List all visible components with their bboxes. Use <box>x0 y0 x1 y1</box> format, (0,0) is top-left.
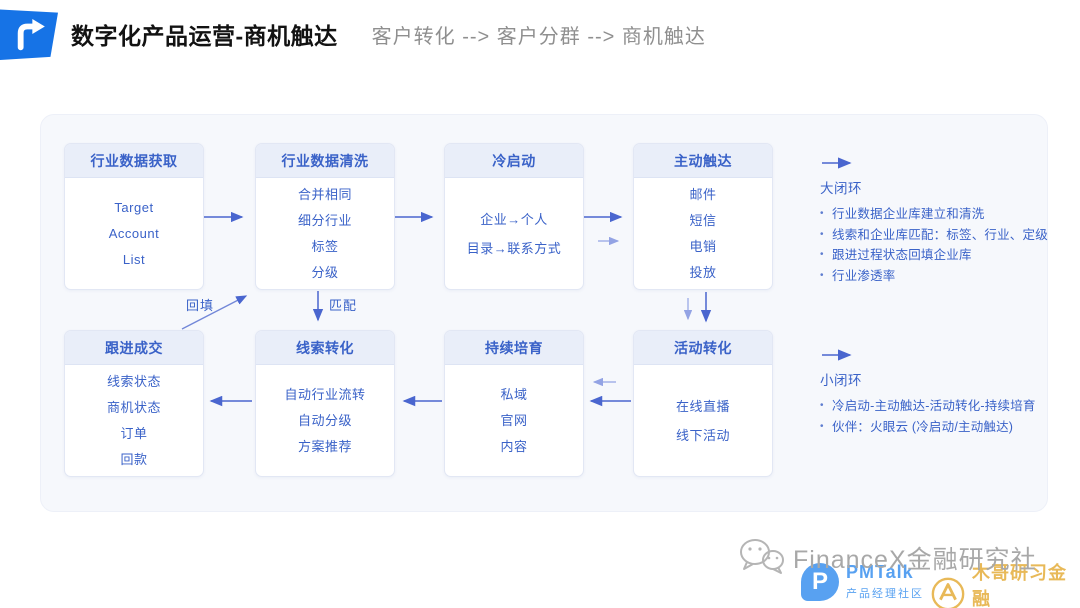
box-item: 企业→个人 <box>480 211 548 227</box>
box-item: 电销 <box>689 238 717 254</box>
box-item: 线索状态 <box>106 373 161 389</box>
box-body: 自动行业流转 自动分级 方案推荐 <box>256 365 394 476</box>
page-subtitle: 客户转化 --> 客户分群 --> 商机触达 <box>371 25 706 48</box>
note-bullet: • 跟进过程状态回填企业库 <box>820 245 1060 266</box>
box-item: 官网 <box>500 412 528 428</box>
box-body: 合并相同 细分行业 标签 分级 <box>256 178 394 289</box>
box-title: 跟进成交 <box>65 331 203 365</box>
pmtalk-tagline: 产品经理社区 <box>846 588 924 600</box>
edge-label-backfill: 回填 <box>186 298 215 313</box>
turn-right-arrow-icon <box>17 19 45 51</box>
box-item: 短信 <box>689 212 717 228</box>
page-title: 数字化产品运营-商机触达 <box>71 23 338 49</box>
box-title: 行业数据清洗 <box>256 144 394 178</box>
gold-brand-name: 木哥研习金融 <box>972 563 1067 608</box>
box-item: 标签 <box>311 238 339 254</box>
box-item: Target <box>114 199 154 215</box>
note-heading: 小闭环 <box>820 373 862 388</box>
box-title: 主动触达 <box>634 144 772 178</box>
pmtalk-logo: P PMTalk 产品经理社区 <box>801 562 924 601</box>
box-item: 方案推荐 <box>297 438 352 454</box>
gold-brand-text: 木哥研习金融 让金融更简单 <box>972 559 1080 608</box>
gold-brand-logo: 木哥研习金融 让金融更简单 <box>930 559 1080 608</box>
flow-box-industry-data-acquisition: 行业数据获取 Target Account List <box>64 143 204 290</box>
flow-box-industry-data-cleaning: 行业数据清洗 合并相同 细分行业 标签 分级 <box>255 143 395 290</box>
box-item: Account <box>108 225 160 241</box>
box-item: 私域 <box>500 386 528 402</box>
box-title: 活动转化 <box>634 331 772 365</box>
note-bullet: • 线索和企业库匹配：标签、行业、定级 <box>820 225 1060 246</box>
bullet-dot-icon: • <box>820 228 824 240</box>
box-item: 商机状态 <box>106 399 161 415</box>
box-item: 订单 <box>120 425 148 441</box>
bullet-dot-icon: • <box>820 249 824 260</box>
flow-box-event-conversion: 活动转化 在线直播 线下活动 <box>633 330 773 477</box>
box-item: 回款 <box>120 451 148 467</box>
note-bullet: • 行业渗透率 <box>820 266 1060 287</box>
flow-box-active-reach: 主动触达 邮件 短信 电销 投放 <box>633 143 773 290</box>
box-item: 内容 <box>500 438 528 454</box>
box-item: 邮件 <box>689 186 717 202</box>
note-bullet-text: 行业渗透率 <box>832 268 896 283</box>
box-title: 持续培育 <box>445 331 583 365</box>
box-item: 目录→联系方式 <box>466 240 562 256</box>
note-small-loop: 小闭环 • 冷启动-主动触达-活动转化-持续培育 • 伙伴：火眼云 (冷启动/主… <box>820 369 1060 437</box>
brand-badge <box>0 9 58 60</box>
box-body: 线索状态 商机状态 订单 回款 <box>65 365 203 476</box>
box-item: 在线直播 <box>675 398 730 414</box>
note-bullet-text: 伙伴：火眼云 (冷启动/主动触达) <box>832 419 1014 434</box>
note-heading: 大闭环 <box>820 181 862 196</box>
box-item: 合并相同 <box>297 186 352 202</box>
box-body: 在线直播 线下活动 <box>634 365 772 476</box>
box-title: 冷启动 <box>445 144 583 178</box>
box-item: 线下活动 <box>675 427 730 443</box>
wechat-icon <box>740 539 784 574</box>
note-bullet: • 冷启动-主动触达-活动转化-持续培育 <box>820 396 1060 417</box>
pmtalk-logo-icon: P <box>801 562 839 601</box>
note-bullet-text: 跟进过程状态回填企业库 <box>832 248 972 262</box>
box-item: 自动行业流转 <box>284 386 366 402</box>
note-bullet: • 行业数据企业库建立和清洗 <box>820 204 1060 225</box>
flow-box-cold-start: 冷启动 企业→个人 目录→联系方式 <box>444 143 584 290</box>
note-bullet-text: 线索和企业库匹配：标签、行业、定级 <box>832 227 1048 242</box>
flow-box-follow-up-deal: 跟进成交 线索状态 商机状态 订单 回款 <box>64 330 204 477</box>
box-title: 行业数据获取 <box>65 144 203 178</box>
bullet-dot-icon: • <box>820 420 824 432</box>
pmtalk-text: PMTalk 产品经理社区 <box>846 562 924 601</box>
box-item: List <box>122 251 146 267</box>
note-bullet-text: 行业数据企业库建立和清洗 <box>832 207 985 221</box>
box-body: Target Account List <box>65 178 203 289</box>
note-big-loop: 大闭环 • 行业数据企业库建立和清洗 • 线索和企业库匹配：标签、行业、定级 •… <box>820 177 1060 286</box>
bullet-dot-icon: • <box>820 269 824 281</box>
edge-label-match: 匹配 <box>329 298 358 313</box>
gold-emblem-icon <box>931 577 965 608</box>
watermark: FinanceX金融研究社 <box>735 536 1037 580</box>
box-item: 投放 <box>689 264 717 280</box>
box-item: 分级 <box>311 264 339 280</box>
pmtalk-name: PMTalk <box>846 562 914 582</box>
bullet-dot-icon: • <box>820 400 824 411</box>
box-body: 邮件 短信 电销 投放 <box>634 178 772 289</box>
flow-box-lead-conversion: 线索转化 自动行业流转 自动分级 方案推荐 <box>255 330 395 477</box>
note-bullet-text: 冷启动-主动触达-活动转化-持续培育 <box>832 399 1036 413</box>
box-title: 线索转化 <box>256 331 394 365</box>
flow-box-continuous-nurturing: 持续培育 私域 官网 内容 <box>444 330 584 477</box>
note-bullet: • 伙伴：火眼云 (冷启动/主动触达) <box>820 417 1060 438</box>
watermark-text: FinanceX金融研究社 <box>793 546 1037 574</box>
bullet-dot-icon: • <box>820 208 824 219</box>
header: 数字化产品运营-商机触达 客户转化 --> 客户分群 --> 商机触达 <box>0 6 706 62</box>
box-item: 自动分级 <box>297 412 352 428</box>
box-body: 企业→个人 目录→联系方式 <box>445 178 583 289</box>
box-body: 私域 官网 内容 <box>445 365 583 476</box>
box-item: 细分行业 <box>297 212 352 228</box>
